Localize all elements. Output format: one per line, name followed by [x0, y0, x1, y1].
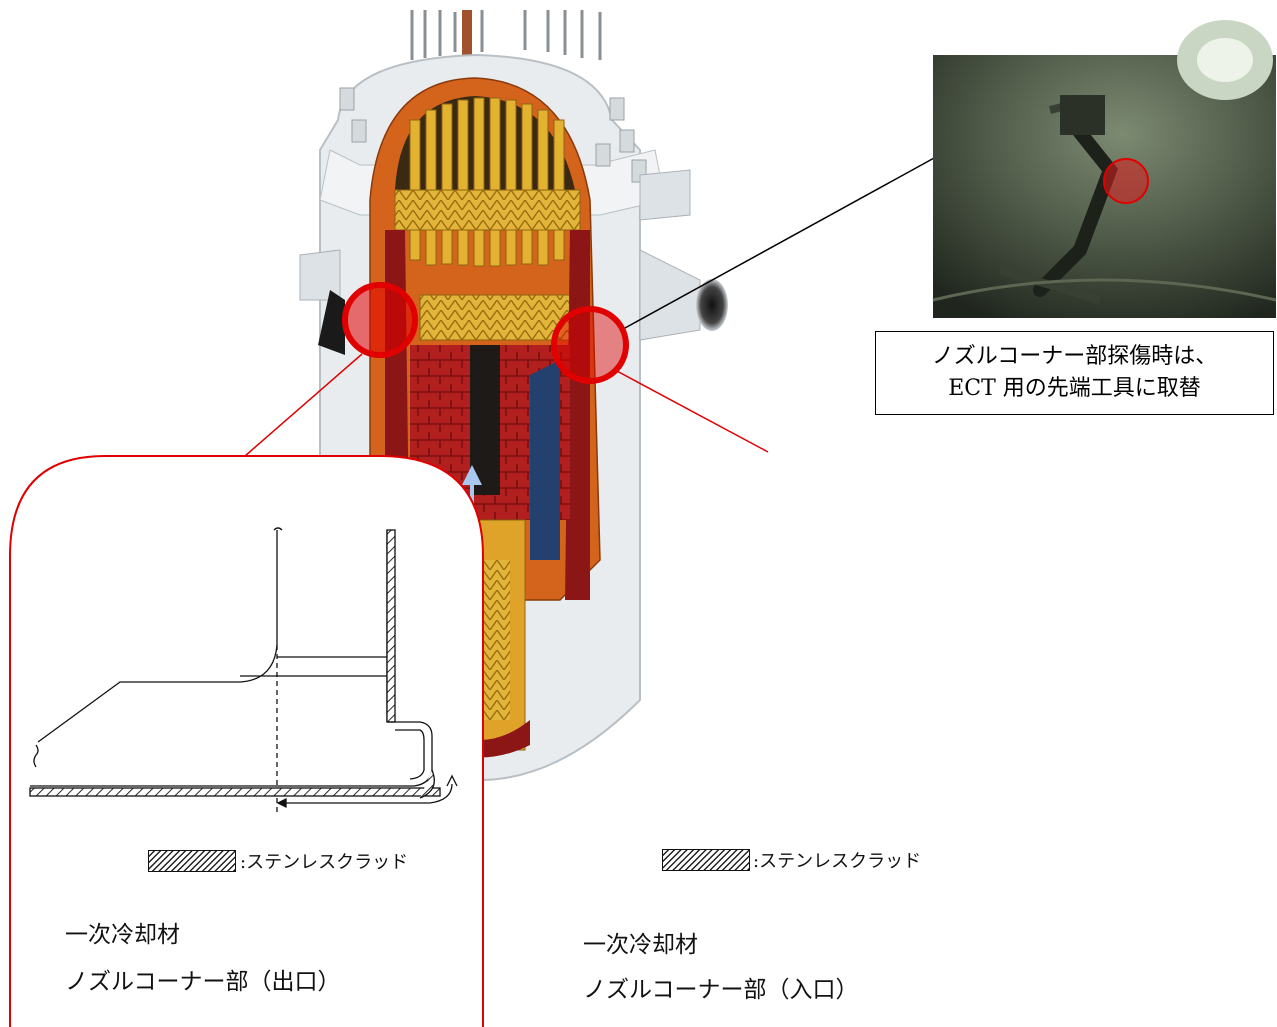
outlet-cladding-swatch [148, 850, 236, 872]
inlet-nozzle-highlight-circle [551, 306, 629, 384]
outlet-detail-panel [9, 455, 484, 1027]
outlet-callout-line [244, 353, 363, 457]
inspection-photo [932, 20, 1277, 318]
photo-highlight-circle [1103, 158, 1149, 204]
outlet-title-line1: 一次冷却材 [65, 922, 180, 948]
inlet-callout-line [614, 369, 769, 453]
outlet-nozzle-highlight-circle [342, 282, 418, 358]
photo-leader-line [624, 129, 986, 329]
inlet-title-line1: 一次冷却材 [583, 932, 698, 958]
photo-caption-line1: ノズルコーナー部探傷時は、 [931, 344, 1218, 369]
inlet-cladding-legend: :ステンレスクラッド [753, 851, 922, 872]
photo-caption-line2: ECT 用の先端工具に取替 [948, 376, 1201, 401]
inlet-cladding-swatch [662, 849, 750, 871]
inlet-title-line2: ノズルコーナー部（入口） [583, 977, 859, 1003]
outlet-nozzle-drawing [29, 527, 458, 815]
outlet-title-line2: ノズルコーナー部（出口） [65, 969, 341, 995]
photo-caption-box: ノズルコーナー部探傷時は、 ECT 用の先端工具に取替 [875, 331, 1274, 415]
outlet-cladding-legend: :ステンレスクラッド [240, 852, 409, 873]
